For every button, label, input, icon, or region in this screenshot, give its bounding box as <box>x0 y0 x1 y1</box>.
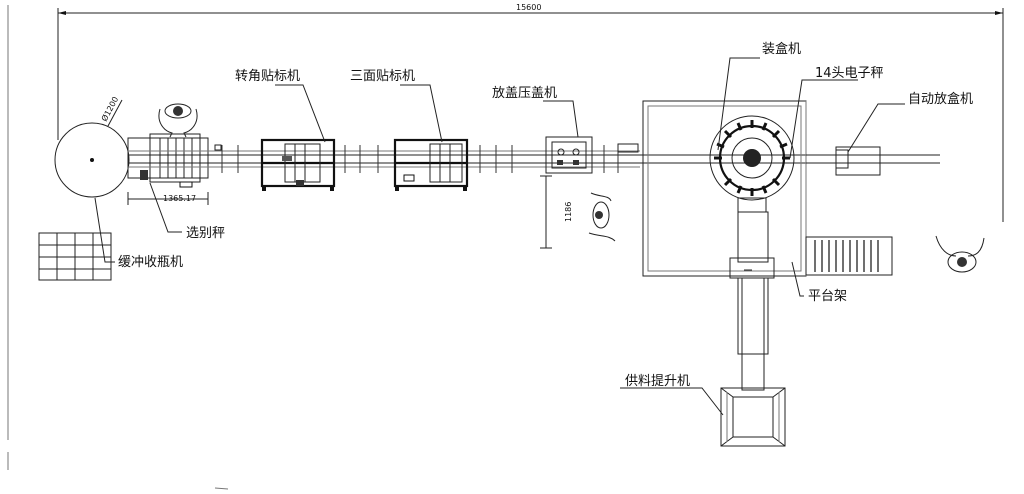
label-check-weigher: 选别秤 <box>186 226 225 241</box>
label-auto-box-placer: 自动放盒机 <box>908 91 973 107</box>
label-capping-machine: 放盖压盖机 <box>492 86 557 101</box>
incline-conveyor <box>729 211 775 391</box>
buffer-turntable: Ø1200 <box>54 95 130 198</box>
label-three-side-labeler: 三面贴标机 <box>350 69 415 84</box>
overall-dimension: 15600 <box>57 3 1004 222</box>
multihead-weigher <box>709 115 795 213</box>
feed-elevator <box>720 387 786 447</box>
capping-machine: 1186 <box>540 136 593 249</box>
label-platform-frame: 平台架 <box>808 289 847 304</box>
label-cartoning-machine: 装盒机 <box>762 41 801 57</box>
auto-box-placer <box>806 146 881 176</box>
label-buffer-unscrambler: 缓冲收瓶机 <box>118 255 183 270</box>
capper-offset-text: 1186 <box>564 202 573 222</box>
operator-figure-1 <box>158 103 198 138</box>
output-conveyor <box>805 236 893 276</box>
check-weigher: 1365.17 <box>127 133 209 205</box>
label-multihead-weigher: 14头电子秤 <box>815 66 884 81</box>
label-corner-labeler: 转角贴标机 <box>235 69 300 84</box>
overall-length-text: 15600 <box>516 3 541 12</box>
operator-figure-2 <box>588 192 616 242</box>
corner-labeler <box>260 138 336 191</box>
bottle-grid <box>38 232 112 281</box>
operator-figure-3 <box>935 235 985 273</box>
weigher-width-text: 1365.17 <box>163 194 196 203</box>
leader-lines <box>94 57 905 416</box>
main-conveyor <box>128 143 940 173</box>
three-side-labeler <box>393 138 469 191</box>
label-feed-elevator: 供料提升机 <box>625 373 690 389</box>
